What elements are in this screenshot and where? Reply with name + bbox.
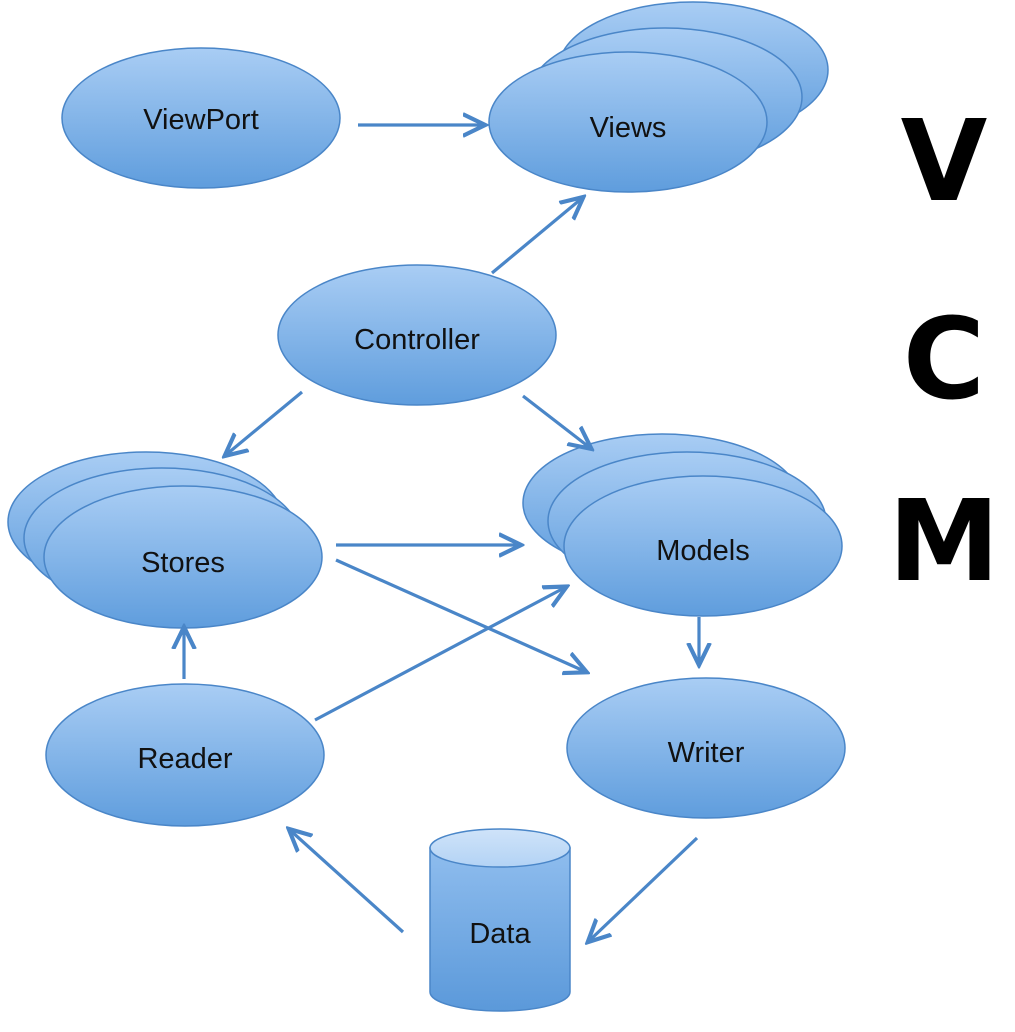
arrows (184, 125, 699, 940)
letter-m: M (888, 477, 999, 607)
writer-label: Writer (668, 737, 745, 769)
arrow-stores-to-writer (335, 558, 584, 671)
models-node: Models (522, 433, 843, 617)
views-label: Views (590, 112, 667, 144)
arrow-reader-to-models (314, 588, 564, 722)
layer-letters: V C M (888, 97, 999, 607)
arrow-controller-to-views (490, 199, 581, 275)
letter-c: C (903, 295, 985, 425)
arrow-data-to-reader (291, 831, 405, 934)
letter-v: V (901, 97, 988, 227)
data-label: Data (469, 918, 531, 950)
arrow-controller-to-models (522, 394, 589, 447)
arrow-writer-to-data (590, 836, 699, 940)
controller-node: Controller (277, 264, 557, 406)
data-cylinder: Data (429, 828, 571, 1012)
arrow-controller-to-stores (227, 390, 304, 454)
models-label: Models (656, 535, 750, 567)
stores-node: Stores (7, 451, 323, 629)
controller-label: Controller (354, 324, 480, 356)
reader-node: Reader (45, 683, 325, 827)
viewport-label: ViewPort (143, 104, 259, 136)
viewport-node: ViewPort (61, 47, 341, 189)
stores-label: Stores (141, 547, 225, 579)
reader-label: Reader (137, 743, 232, 775)
views-node: Views (488, 1, 829, 193)
writer-node: Writer (566, 677, 846, 819)
